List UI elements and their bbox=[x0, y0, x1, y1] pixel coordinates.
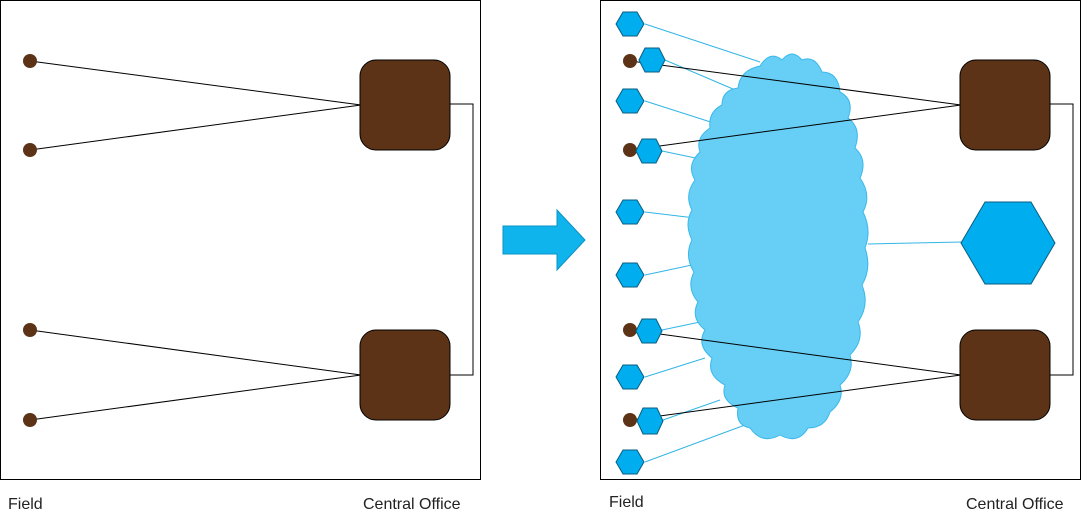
link-hex-cloud bbox=[644, 357, 706, 378]
field-device bbox=[23, 143, 37, 157]
central-office-top bbox=[959, 59, 1051, 151]
link-office-interconnect bbox=[1050, 103, 1074, 376]
link-field-3-office-bottom bbox=[29, 329, 362, 376]
link-hex-cloud bbox=[644, 264, 693, 276]
central-office-bottom bbox=[959, 329, 1051, 421]
caption-central-office-left: Central Office bbox=[363, 496, 461, 513]
caption-field-left: Field bbox=[8, 496, 43, 513]
hexagon-icon bbox=[615, 449, 645, 475]
link-field-office-top bbox=[629, 104, 962, 151]
link-hex-cloud bbox=[644, 211, 696, 219]
field-device bbox=[623, 323, 637, 337]
central-office-top bbox=[359, 59, 451, 151]
hexagon-hub-icon bbox=[960, 201, 1056, 285]
field-device bbox=[23, 323, 37, 337]
link-hex-cloud bbox=[644, 100, 721, 126]
right-arrow-icon bbox=[502, 208, 586, 272]
link-field-2-office-top bbox=[29, 104, 362, 151]
link-field-office-top bbox=[629, 60, 962, 106]
hexagon-icon bbox=[615, 199, 645, 225]
hexagon-icon bbox=[615, 364, 645, 390]
hexagon-icon bbox=[615, 88, 645, 114]
field-device bbox=[623, 143, 637, 157]
link-field-4-office-bottom bbox=[29, 374, 362, 421]
link-hex-cloud bbox=[644, 23, 761, 63]
hexagon-icon bbox=[638, 47, 666, 73]
link-hex-cloud bbox=[662, 399, 721, 421]
hexagon-icon bbox=[635, 138, 663, 164]
link-cloud-hub bbox=[867, 241, 963, 245]
panel-after bbox=[600, 0, 1081, 480]
field-device bbox=[623, 54, 637, 68]
central-office-bottom bbox=[359, 329, 451, 421]
link-office-interconnect bbox=[450, 103, 474, 376]
field-device bbox=[23, 413, 37, 427]
caption-central-office-right: Central Office bbox=[966, 496, 1064, 513]
hexagon-icon bbox=[636, 407, 664, 435]
link-field-office-bottom bbox=[629, 374, 962, 421]
link-hex-cloud bbox=[664, 59, 741, 93]
link-hex-cloud bbox=[661, 321, 701, 331]
hexagon-icon bbox=[635, 318, 663, 344]
field-device bbox=[623, 413, 637, 427]
link-field-office-bottom bbox=[629, 329, 962, 376]
hexagon-icon bbox=[615, 11, 645, 37]
panel-before bbox=[0, 0, 481, 480]
link-field-1-office-top bbox=[29, 60, 362, 106]
hexagon-icon bbox=[615, 262, 645, 288]
field-device bbox=[23, 54, 37, 68]
link-hex-cloud bbox=[644, 424, 746, 463]
caption-field-right: Field bbox=[609, 494, 644, 511]
